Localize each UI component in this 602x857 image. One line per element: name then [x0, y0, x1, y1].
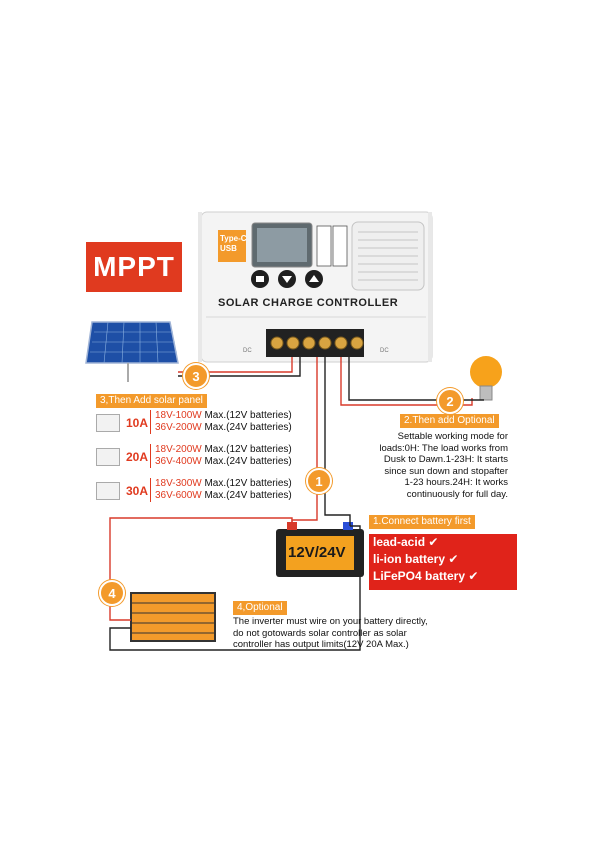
spec-rest: Max.(24V batteries) [201, 456, 292, 467]
controller-thumb-icon [96, 414, 120, 432]
step-2-note: Settable working mode for loads:0H: The … [368, 431, 508, 500]
spec-wattage: 36V-400W [155, 456, 202, 467]
note-line: loads:0H: The load works from [379, 442, 508, 454]
battery-type-text: lead-acid [373, 535, 426, 549]
note-line: since sun down and stopafter [384, 465, 508, 477]
battery-type-text: LiFePO4 battery [373, 569, 466, 583]
note-line: do not gotowards solar controller as sol… [233, 627, 407, 639]
amp-label: 20A [126, 450, 149, 464]
step-3-label: 3,Then Add solar panel [96, 394, 207, 408]
note-line: controller has output limits(12V 20A Max… [233, 639, 409, 650]
spec-line: 18V-100W Max.(12V batteries) [155, 410, 292, 422]
note-line: Settable working mode for [397, 431, 508, 442]
spec-30a: 30A 18V-300W Max.(12V batteries) 36V-600… [96, 478, 296, 508]
note-line: continuously for full day. [406, 488, 508, 500]
amp-label: 30A [126, 484, 149, 498]
dc-label-right: DC [380, 348, 389, 354]
battery-type: lead-acid ✔ [369, 534, 517, 551]
spec-wattage: 36V-600W [155, 490, 202, 501]
spec-line: 18V-200W Max.(12V batteries) [155, 444, 292, 456]
spec-20a: 20A 18V-200W Max.(12V batteries) 36V-400… [96, 444, 296, 474]
battery-type: LiFePO4 battery ✔ [369, 568, 517, 585]
check-icon: ✔ [468, 569, 479, 583]
spec-line: 36V-600W Max.(24V batteries) [155, 490, 292, 502]
usb-label: Type-C USB [220, 234, 247, 254]
spec-lines: 18V-300W Max.(12V batteries) 36V-600W Ma… [150, 478, 292, 502]
spec-wattage: 18V-200W [155, 444, 202, 455]
dc-label-left: DC [243, 348, 252, 354]
amp-label: 10A [126, 416, 149, 430]
spec-lines: 18V-100W Max.(12V batteries) 36V-200W Ma… [150, 410, 292, 434]
spec-rest: Max.(24V batteries) [201, 490, 292, 501]
battery-voltage-label: 12V/24V [288, 544, 346, 561]
spec-10a: 10A 18V-100W Max.(12V batteries) 36V-200… [96, 410, 296, 440]
vent-grill [351, 221, 425, 291]
step-4-label: 4,Optional [233, 601, 287, 615]
step-2-number: 2 [437, 388, 463, 414]
note-line: The inverter must wire on your battery d… [233, 616, 428, 627]
usb-port-icon [218, 230, 246, 262]
step-1-number: 1 [306, 468, 332, 494]
step-1-label: 1.Connect battery first [369, 515, 475, 529]
step-4-number: 4 [99, 580, 125, 606]
type-c-text: Type-C [220, 234, 247, 243]
controller-thumb-icon [96, 448, 120, 466]
controller-title: SOLAR CHARGE CONTROLLER [218, 297, 399, 309]
mppt-badge: MPPT [86, 242, 182, 292]
spec-line: 36V-400W Max.(24V batteries) [155, 456, 292, 468]
spec-rest: Max.(12V batteries) [201, 478, 292, 489]
battery-type: li-ion battery ✔ [369, 551, 517, 568]
spec-line: 18V-300W Max.(12V batteries) [155, 478, 292, 490]
light-bulb [470, 356, 502, 401]
spec-rest: Max.(12V batteries) [201, 444, 292, 455]
controller-thumb-icon [96, 482, 120, 500]
spec-wattage: 18V-300W [155, 478, 202, 489]
step-3-number: 3 [183, 363, 209, 389]
spec-rest: Max.(24V batteries) [201, 422, 292, 433]
spec-list: 10A 18V-100W Max.(12V batteries) 36V-200… [96, 410, 296, 508]
step-2-label: 2.Then add Optional [400, 414, 499, 428]
spec-wattage: 18V-100W [155, 410, 202, 421]
spec-wattage: 36V-200W [155, 422, 202, 433]
note-line: 1-23 hours.24H: It works [404, 477, 509, 488]
charge-controller [198, 211, 433, 363]
wires [109, 357, 484, 651]
spec-lines: 18V-200W Max.(12V batteries) 36V-400W Ma… [150, 444, 292, 468]
solar-panel [85, 321, 179, 382]
step-4-note: The inverter must wire on your battery d… [233, 616, 473, 651]
spec-line: 36V-200W Max.(24V batteries) [155, 422, 292, 434]
note-line: Dusk to Dawn.1-23H: It starts [383, 454, 508, 465]
check-icon: ✔ [448, 552, 459, 566]
usb-text: USB [220, 244, 237, 253]
battery-types-box: lead-acid ✔ li-ion battery ✔ LiFePO4 bat… [369, 534, 517, 590]
battery-type-text: li-ion battery [373, 552, 446, 566]
spec-rest: Max.(12V batteries) [201, 410, 292, 421]
check-icon: ✔ [428, 535, 439, 549]
battery [276, 522, 364, 577]
inverter [130, 592, 216, 642]
